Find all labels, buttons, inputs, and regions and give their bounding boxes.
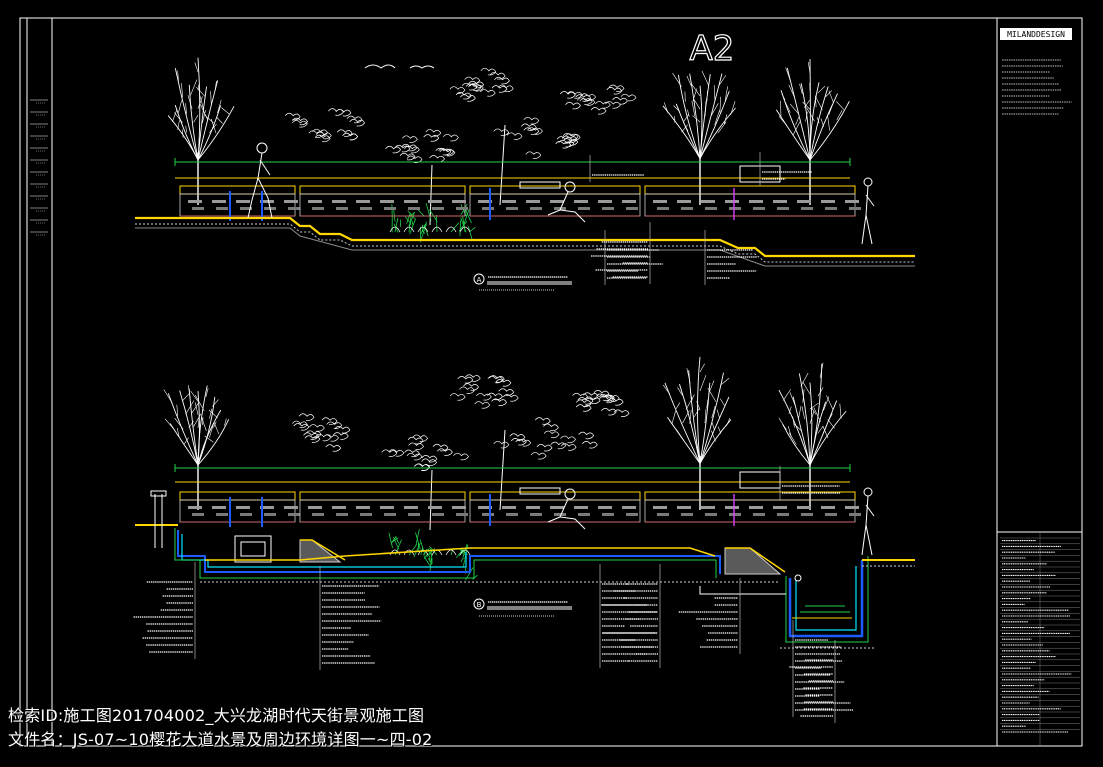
revision-strip xyxy=(30,99,48,236)
sheet-number: A2 xyxy=(690,29,735,69)
section-a-title: A xyxy=(473,273,572,291)
section-b-water-features xyxy=(174,528,874,649)
title-block: MILANDDESIGN xyxy=(997,28,1082,746)
section-a-badge: A xyxy=(477,276,482,284)
section-b-trees xyxy=(163,356,847,531)
section-b-title: B xyxy=(473,598,572,617)
birds-sketch xyxy=(364,64,435,69)
section-b-badge: B xyxy=(477,601,482,609)
section-a-structures xyxy=(179,165,861,221)
section-a: A xyxy=(135,57,915,291)
section-b-people xyxy=(547,487,875,556)
file-name-caption: 文件名：JS-07~10樱花大道水景及周边环境详图一~四-02 xyxy=(8,730,433,749)
section-a-shrubs xyxy=(389,202,476,243)
section-a-ground xyxy=(135,216,915,267)
search-id-caption: 检索ID:施工图201704002_大兴龙湖时代天街景观施工图 xyxy=(8,706,425,725)
section-b-badge-circle xyxy=(473,598,485,610)
section-a-badge-circle xyxy=(473,273,485,285)
section-b-structures xyxy=(179,471,861,527)
brand-logo-text: MILANDDESIGN xyxy=(1007,30,1065,39)
section-b: B xyxy=(133,356,915,723)
section-a-top-dimension xyxy=(174,158,851,179)
drawing-frame xyxy=(19,17,1083,747)
section-b-top-dimension xyxy=(174,464,851,483)
section-a-people xyxy=(247,142,875,245)
section-a-annotations xyxy=(488,152,812,285)
section-a-trees xyxy=(167,57,850,226)
section-b-annotations xyxy=(133,466,854,723)
